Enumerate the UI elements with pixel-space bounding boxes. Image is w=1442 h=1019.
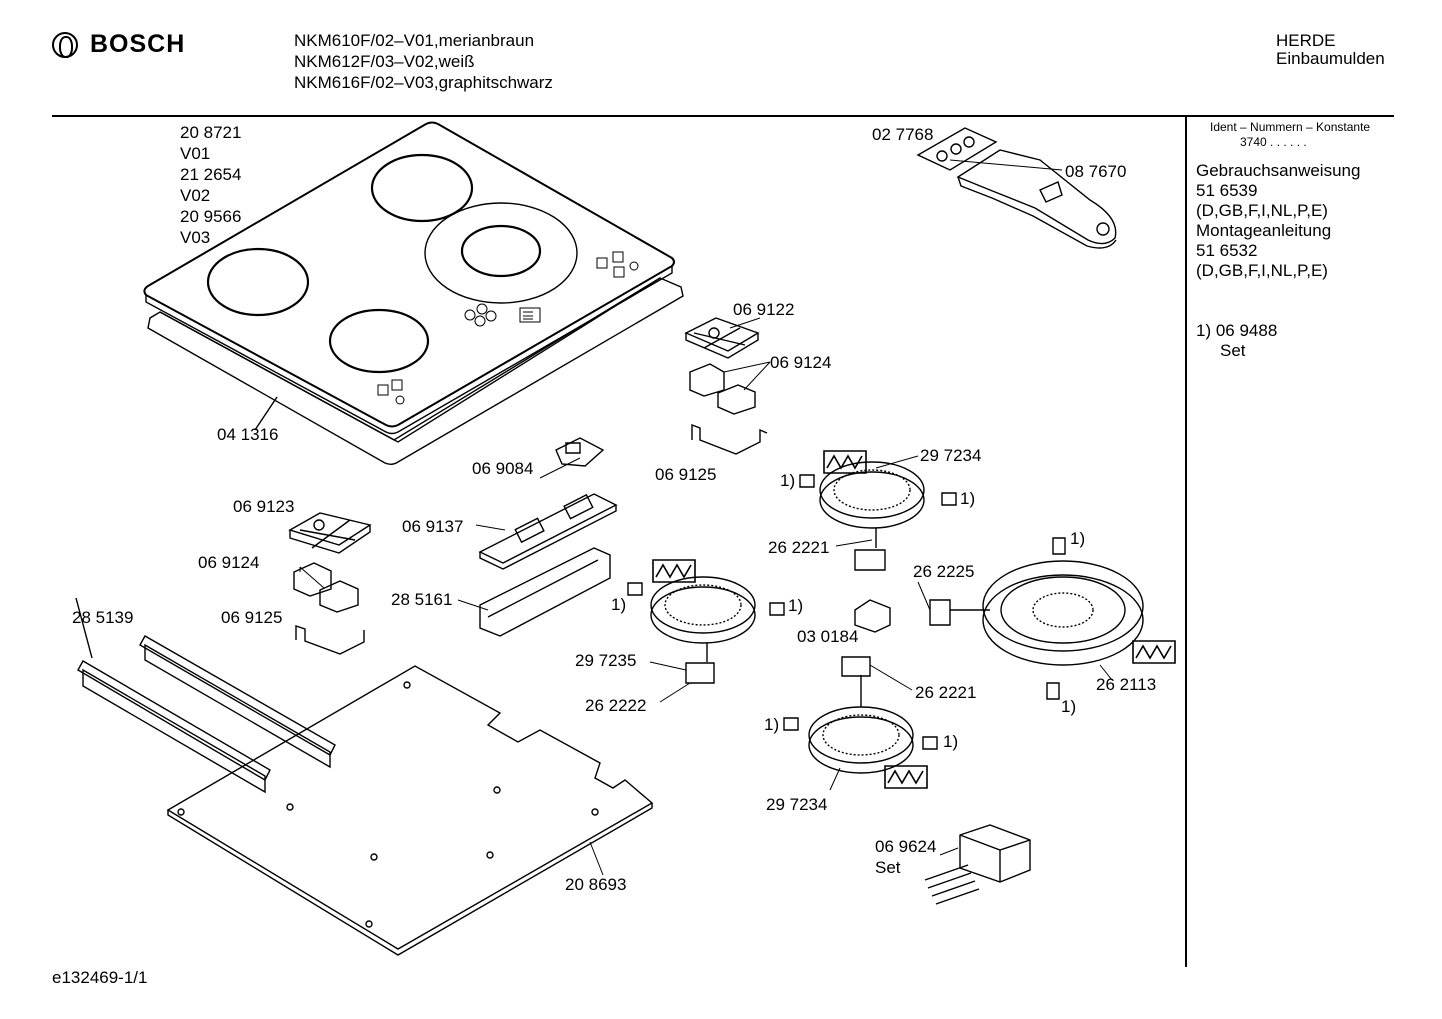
variant-label: V03 [180, 228, 211, 247]
category-line-2: Einbaumulden [1276, 49, 1385, 68]
doc-line: 51 6539 [1196, 181, 1258, 200]
footnote-mark: 1) [764, 715, 780, 734]
part-label: 28 5139 [72, 608, 134, 627]
part-label: 29 7234 [920, 446, 982, 465]
ident-title: Ident – Nummern – Konstante [1210, 120, 1371, 134]
electronics-module [480, 494, 616, 636]
footnote-mark: 1) [788, 596, 804, 615]
model-line-2: NKM612F/03–V02,weiß [294, 52, 475, 71]
terminal-set [925, 825, 1030, 904]
heating-element [809, 657, 913, 773]
part-label: 06 9125 [221, 608, 283, 627]
brand-name: BOSCH [90, 30, 186, 58]
terminal-block [855, 600, 890, 632]
model-line-1: NKM610F/02–V01,merianbraun [294, 31, 535, 50]
part-label: 06 9124 [770, 353, 832, 372]
doc-line: (D,GB,F,I,NL,P,E) [1196, 261, 1328, 280]
part-label: 20 8721 [180, 123, 242, 142]
part-label: 06 9624 [875, 837, 937, 856]
footnote-mark: 1) [960, 489, 976, 508]
doc-list: Gebrauchsanweisung 51 6539 (D,GB,F,I,NL,… [1196, 161, 1360, 281]
seal-frame [148, 278, 683, 464]
part-label: 21 2654 [180, 165, 242, 184]
bottom-plate [168, 666, 652, 955]
part-label: 06 9137 [402, 517, 464, 536]
part-label: 04 1316 [217, 425, 279, 444]
switch-housing-upper [686, 318, 767, 454]
part-label: 29 7235 [575, 651, 637, 670]
cooktop-glass [144, 123, 674, 434]
footnote-mark: 1) [1061, 697, 1077, 716]
set-label: Set [875, 858, 901, 877]
part-label: 06 9125 [655, 465, 717, 484]
connector-block [556, 438, 603, 466]
footnote-mark: 1) [780, 471, 796, 490]
footnote-mark: 1) [943, 732, 959, 751]
control-symbols-icon [378, 252, 638, 404]
header-rule [52, 115, 1394, 117]
wave-symbol-icon [653, 451, 1175, 788]
part-label: 26 2221 [768, 538, 830, 557]
leader-lines [300, 160, 1112, 875]
part-label: 28 5161 [391, 590, 453, 609]
model-line-3: NKM616F/02–V03,graphitschwarz [294, 73, 553, 92]
ident-value: 3740 . . . . . . [1240, 135, 1307, 149]
variant-label: V01 [180, 144, 211, 163]
part-label: 06 9123 [233, 497, 295, 516]
category-line-1: HERDE [1276, 31, 1336, 50]
heating-element [820, 462, 924, 570]
part-label: 26 2222 [585, 696, 647, 715]
part-label: 29 7234 [766, 795, 828, 814]
part-label: 26 2221 [915, 683, 977, 702]
part-label: 06 9084 [472, 459, 534, 478]
part-label: 06 9124 [198, 553, 260, 572]
doc-line: (D,GB,F,I,NL,P,E) [1196, 201, 1328, 220]
doc-line: Montageanleitung [1196, 221, 1332, 240]
switch-housing-left [290, 513, 370, 654]
heating-element [651, 577, 755, 683]
part-label: 03 0184 [797, 627, 859, 646]
side-divider [1185, 117, 1187, 967]
part-label: 20 8693 [565, 875, 627, 894]
footnote-mark: 1) [1070, 529, 1086, 548]
part-label: 08 7670 [1065, 162, 1127, 181]
mounting-bracket [76, 598, 335, 792]
footnote-mark: 1) [611, 595, 627, 614]
clip-icon [628, 475, 1065, 749]
part-label: 20 9566 [180, 207, 242, 226]
doc-line: Gebrauchsanweisung [1196, 161, 1361, 180]
bosch-logo: BOSCH [52, 30, 185, 59]
part-label: 02 7768 [872, 125, 934, 144]
heating-element-dual [930, 561, 1143, 665]
part-label: 06 9122 [733, 300, 795, 319]
doc-line: 51 6532 [1196, 241, 1258, 260]
drawing-code: e132469-1/1 [52, 968, 148, 987]
part-label: 26 2225 [913, 562, 975, 581]
footnote-set-label: Set [1220, 341, 1246, 360]
scraper-tool [918, 128, 1116, 248]
variant-label: V02 [180, 186, 211, 205]
part-label: 26 2113 [1096, 675, 1157, 694]
bosch-armature-icon [52, 31, 78, 58]
footnote-set-number: 1) 06 9488 [1196, 321, 1278, 340]
